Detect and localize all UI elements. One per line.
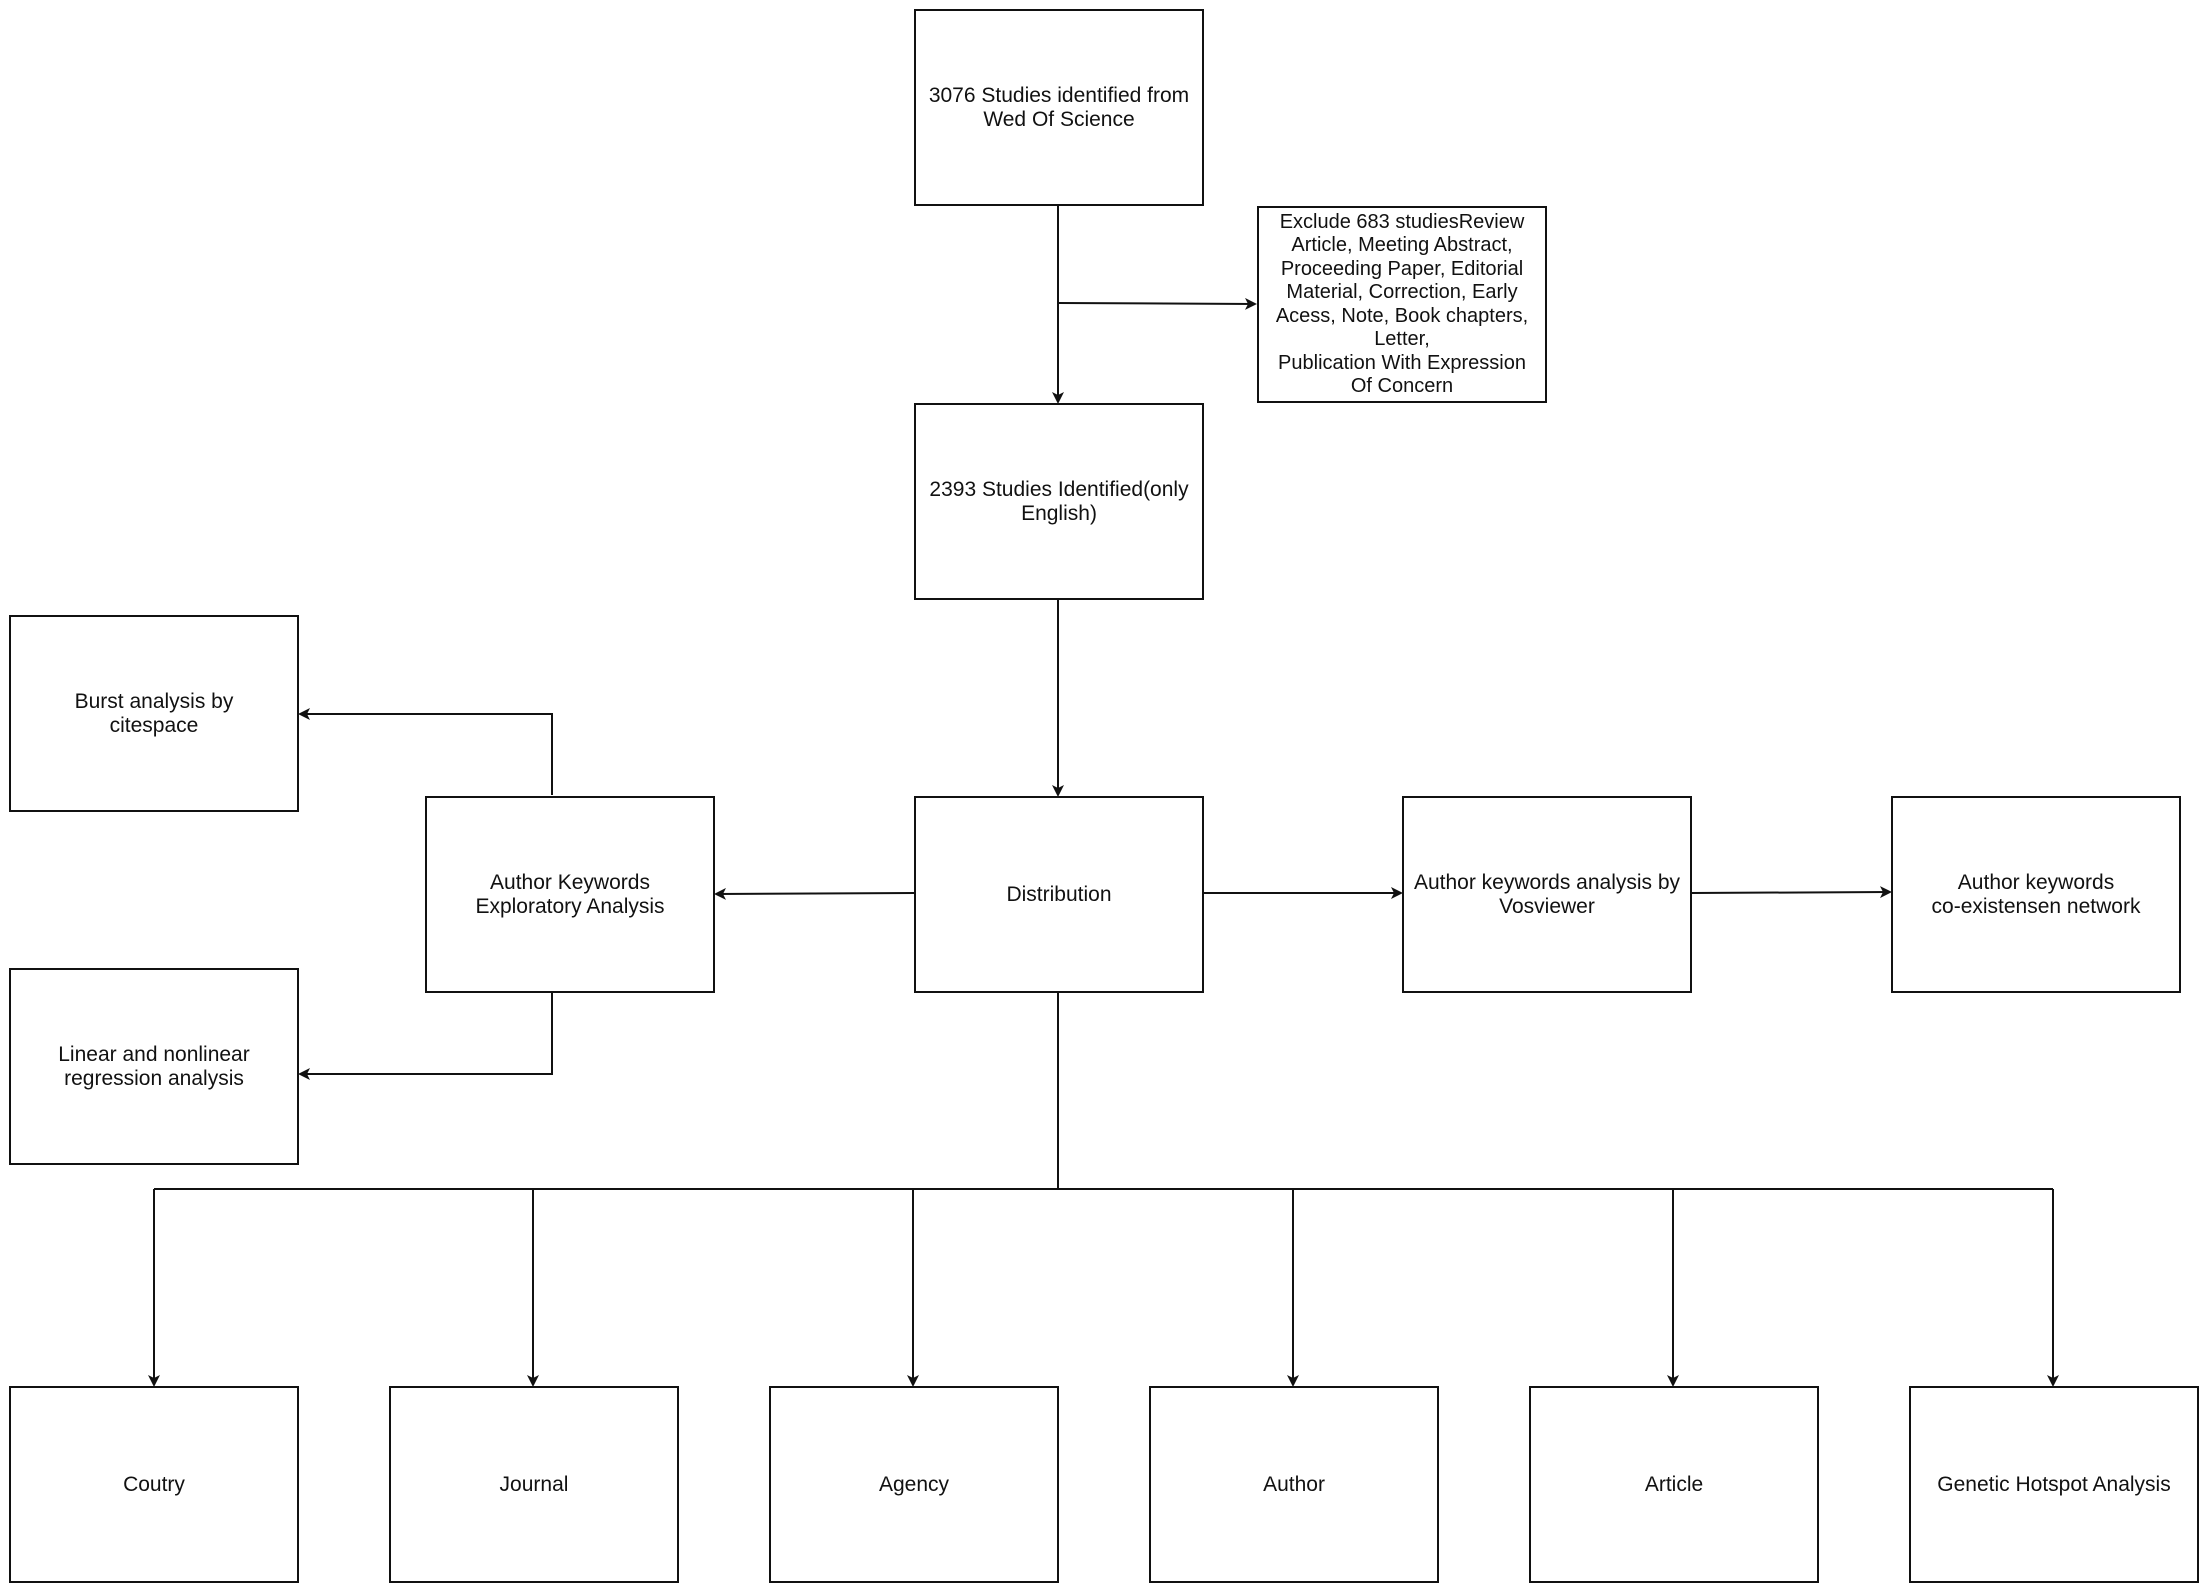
node-author: Author xyxy=(1149,1386,1439,1583)
node-country: Coutry xyxy=(9,1386,299,1583)
node-wos-studies: 3076 Studies identified from Wed Of Scie… xyxy=(914,9,1204,206)
arrow-keywords-to-burst xyxy=(298,708,553,795)
node-agency: Agency xyxy=(769,1386,1059,1583)
node-exclude-studies: Exclude 683 studiesReview Article, Meeti… xyxy=(1257,206,1547,403)
node-regression-analysis: Linear and nonlinear regression analysis xyxy=(9,968,299,1165)
node-genetic-hotspot: Genetic Hotspot Analysis xyxy=(1909,1386,2199,1583)
node-coexistence-network: Author keywords co-existensen network xyxy=(1891,796,2181,993)
node-article: Article xyxy=(1529,1386,1819,1583)
node-distribution: Distribution xyxy=(914,796,1204,993)
arrow-to-exclude xyxy=(1057,297,1257,310)
arrow-keywords-to-regression xyxy=(298,993,553,1080)
node-journal: Journal xyxy=(389,1386,679,1583)
arrow-vosviewer-to-coexist xyxy=(1691,886,1892,899)
arrow-distribution-to-keywords xyxy=(714,887,915,900)
node-english-studies: 2393 Studies Identified(only English) xyxy=(914,403,1204,600)
node-burst-analysis: Burst analysis by citespace xyxy=(9,615,299,812)
node-vosviewer-analysis: Author keywords analysis by Vosviewer xyxy=(1402,796,1692,993)
node-author-keywords-exploratory: Author Keywords Exploratory Analysis xyxy=(425,796,715,993)
